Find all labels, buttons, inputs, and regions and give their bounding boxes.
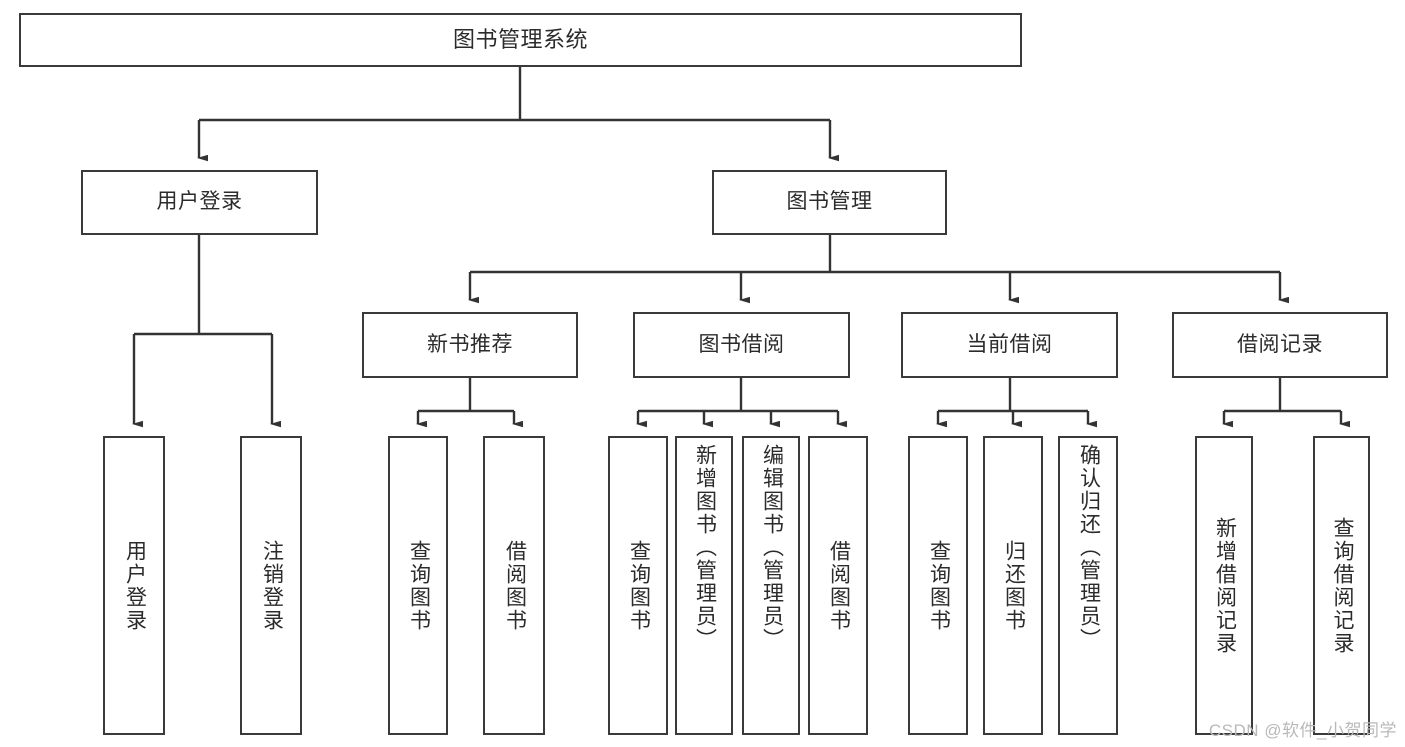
node-label: 图书管理系统 bbox=[452, 27, 588, 53]
node-current-borrow[interactable]: 当前借阅 bbox=[901, 312, 1118, 378]
leaf-book-borrow-lend[interactable]: 借阅图书 bbox=[808, 436, 868, 735]
node-root-system[interactable]: 图书管理系统 bbox=[19, 13, 1022, 67]
leaf-book-borrow-query[interactable]: 查询图书 bbox=[608, 436, 668, 735]
leaf-current-borrow-return[interactable]: 归还图书 bbox=[983, 436, 1043, 735]
node-user-login[interactable]: 用户登录 bbox=[81, 170, 318, 235]
leaf-label: 借阅图书 bbox=[503, 539, 527, 632]
node-label: 图书借阅 bbox=[698, 332, 785, 356]
node-label: 借阅记录 bbox=[1237, 332, 1323, 356]
leaf-book-borrow-add[interactable]: 新增图书（管理员） bbox=[675, 436, 733, 735]
leaf-label: 归还图书 bbox=[1002, 539, 1026, 632]
leaf-user-login-signin[interactable]: 用户登录 bbox=[103, 436, 165, 735]
leaf-label: 确认归还（管理员） bbox=[1077, 444, 1101, 651]
leaf-label: 用户登录 bbox=[123, 539, 147, 632]
leaf-borrow-record-add[interactable]: 新增借阅记录 bbox=[1195, 436, 1253, 735]
leaf-label: 查询借阅记录 bbox=[1330, 516, 1354, 655]
leaf-label: 新增借阅记录 bbox=[1213, 516, 1237, 655]
leaf-label: 借阅图书 bbox=[827, 539, 851, 632]
leaf-label: 查询图书 bbox=[927, 539, 951, 632]
leaf-new-book-query[interactable]: 查询图书 bbox=[388, 436, 448, 735]
watermark-text: CSDN @软件_小贺同学 bbox=[1208, 721, 1397, 740]
leaf-borrow-record-query[interactable]: 查询借阅记录 bbox=[1313, 436, 1370, 735]
leaf-label: 注销登录 bbox=[260, 539, 284, 632]
node-label: 当前借阅 bbox=[966, 332, 1053, 356]
node-label: 用户登录 bbox=[156, 190, 243, 214]
leaf-label: 查询图书 bbox=[627, 539, 651, 632]
node-book-borrow[interactable]: 图书借阅 bbox=[633, 312, 850, 378]
leaf-new-book-borrow[interactable]: 借阅图书 bbox=[483, 436, 545, 735]
node-borrow-record[interactable]: 借阅记录 bbox=[1172, 312, 1388, 378]
node-label: 图书管理 bbox=[786, 190, 873, 214]
leaf-label: 新增图书（管理员） bbox=[693, 444, 717, 651]
leaf-current-borrow-confirm-return[interactable]: 确认归还（管理员） bbox=[1058, 436, 1118, 735]
leaf-current-borrow-query[interactable]: 查询图书 bbox=[908, 436, 968, 735]
leaf-label: 编辑图书（管理员） bbox=[760, 444, 784, 651]
leaf-book-borrow-edit[interactable]: 编辑图书（管理员） bbox=[742, 436, 800, 735]
leaf-user-login-signout[interactable]: 注销登录 bbox=[240, 436, 302, 735]
node-label: 新书推荐 bbox=[427, 332, 513, 356]
node-new-book-recommend[interactable]: 新书推荐 bbox=[362, 312, 578, 378]
leaf-label: 查询图书 bbox=[407, 539, 431, 632]
node-book-management[interactable]: 图书管理 bbox=[712, 170, 947, 235]
